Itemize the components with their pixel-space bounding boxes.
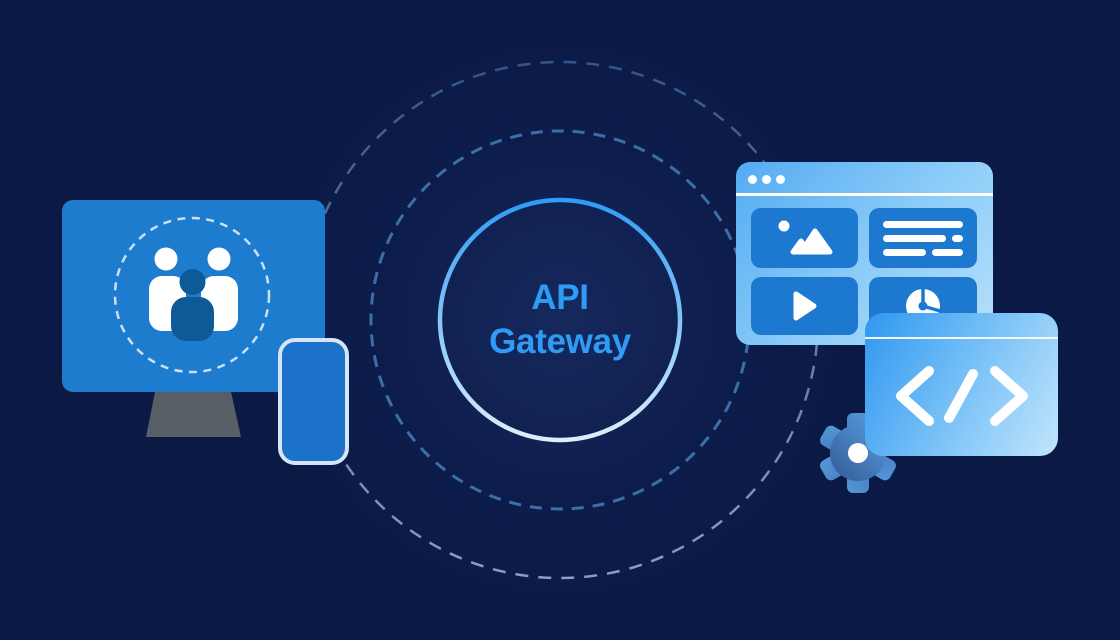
monitor-dashed-ring [113, 216, 271, 374]
window-dot [762, 175, 771, 184]
monitor-stand [146, 392, 241, 437]
image-tile [751, 208, 858, 268]
browser-window [736, 162, 993, 345]
window-controls [748, 175, 785, 184]
gateway-label: API Gateway [440, 260, 680, 380]
window-dot [748, 175, 757, 184]
browser-titlebar-divider [736, 193, 993, 196]
code-titlebar-divider [865, 337, 1058, 339]
gateway-label-line2: Gateway [489, 322, 631, 361]
text-lines-icon [883, 220, 963, 228]
code-icon [895, 365, 1028, 426]
image-icon [778, 220, 832, 255]
gateway-circle [437, 197, 683, 443]
play-icon [793, 291, 816, 321]
gateway-label-line1: API [531, 277, 589, 317]
monitor-content [113, 216, 271, 374]
chart-tile [869, 277, 977, 335]
code-window [865, 313, 1058, 456]
text-tile [869, 208, 977, 268]
smartphone [278, 338, 349, 465]
users-icon [149, 247, 238, 341]
window-dot [776, 175, 785, 184]
video-tile [751, 277, 858, 335]
